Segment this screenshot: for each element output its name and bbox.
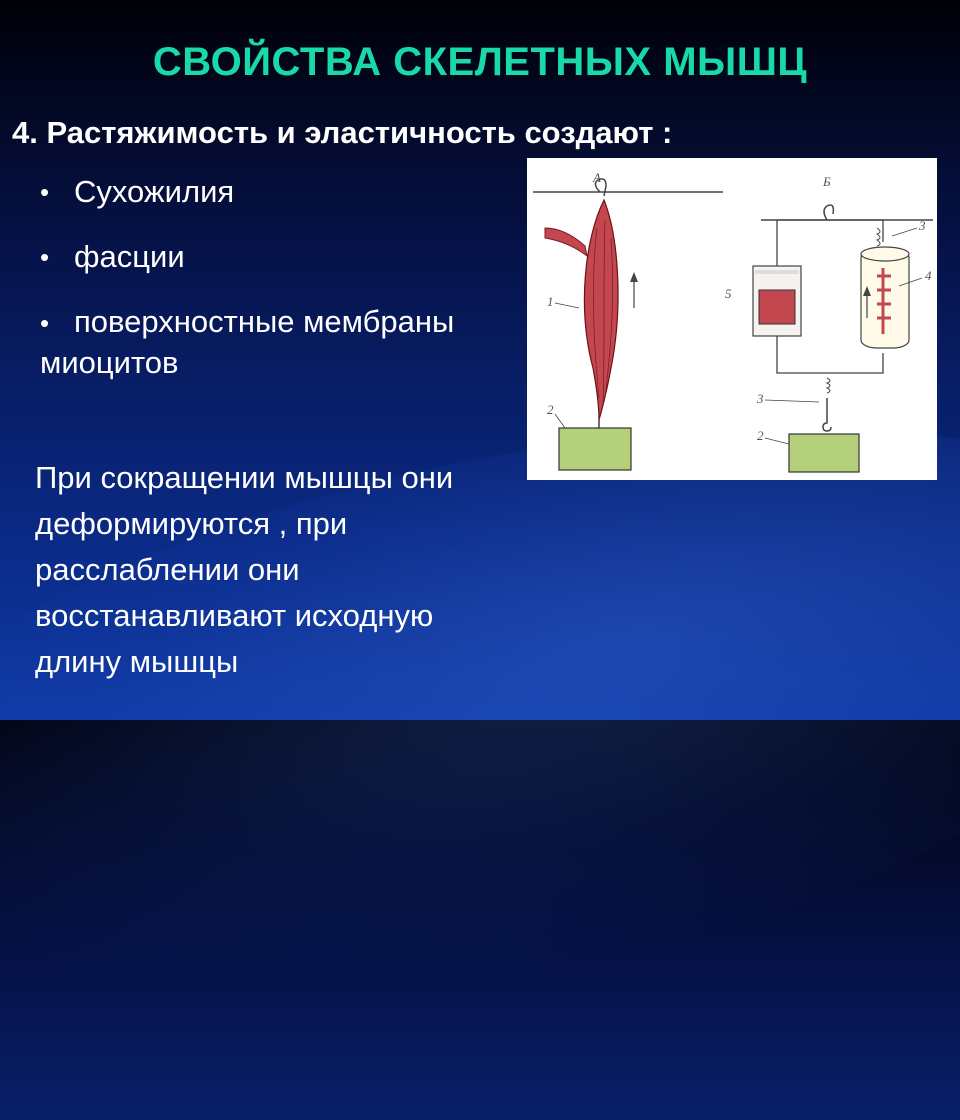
bullet-item: • фасции [40, 237, 470, 277]
leader-line [764, 437, 790, 445]
figure-svg: А 1 2 Б 5 3 [533, 170, 933, 473]
muscle-experiment-figure: А 1 2 Б 5 3 [527, 158, 937, 480]
weight-b [788, 433, 860, 473]
cylinder [860, 249, 910, 349]
weight-a [558, 427, 632, 471]
explanation-text: При сокращении мышцы они деформируются ,… [35, 460, 454, 679]
bullet-item: • Сухожилия [40, 172, 470, 212]
tendon-shape [544, 227, 588, 258]
cylinder-top [860, 246, 910, 262]
arrowhead-b-icon [863, 286, 871, 296]
spring-bottom-icon [825, 377, 831, 394]
arrowhead-a-icon [630, 272, 638, 282]
bullet-text: фасции [74, 239, 185, 274]
bullet-text: поверхностные мембраны миоцитов [40, 304, 455, 380]
bullet-item: •поверхностные мембраны миоцитов [40, 302, 470, 383]
hook-lower-b-icon [822, 398, 832, 432]
bullet-dot-icon: • [40, 242, 50, 272]
label-4: 4 [925, 268, 932, 283]
bullet-dot-icon: • [40, 177, 50, 207]
red-block [758, 289, 796, 325]
leader-line [891, 227, 918, 237]
label-3a: 3 [918, 218, 926, 233]
point-heading: 4. Растяжимость и эластичность создают : [12, 115, 673, 150]
leader-line [898, 277, 923, 287]
bullet-text: Сухожилия [74, 174, 235, 209]
label-5: 5 [725, 286, 732, 301]
panel-b-label: Б [822, 174, 831, 189]
wire-right-top [827, 219, 884, 242]
bullet-list: • Сухожилия • фасции •поверхностные мемб… [40, 172, 470, 408]
label-3b: 3 [756, 391, 764, 406]
leader-line [554, 302, 580, 309]
label-1: 1 [547, 294, 554, 309]
leader-line [764, 399, 820, 403]
hook-b-icon [823, 204, 835, 221]
bullet-dot-icon: • [40, 308, 50, 338]
panel-a-label: А [592, 170, 601, 185]
muscle-shape [583, 198, 619, 421]
spring-top-icon [875, 227, 881, 247]
hook-a-icon [594, 178, 607, 197]
label-2b: 2 [757, 428, 764, 443]
leader-line [554, 413, 566, 429]
wire-right-bottom [827, 353, 884, 374]
slide-title: СВОЙСТВА СКЕЛЕТНЫХ МЫШЦ [152, 40, 808, 84]
beaker-liquid-top [755, 270, 799, 274]
muscle-fibers [593, 219, 613, 404]
label-2a: 2 [547, 402, 554, 417]
